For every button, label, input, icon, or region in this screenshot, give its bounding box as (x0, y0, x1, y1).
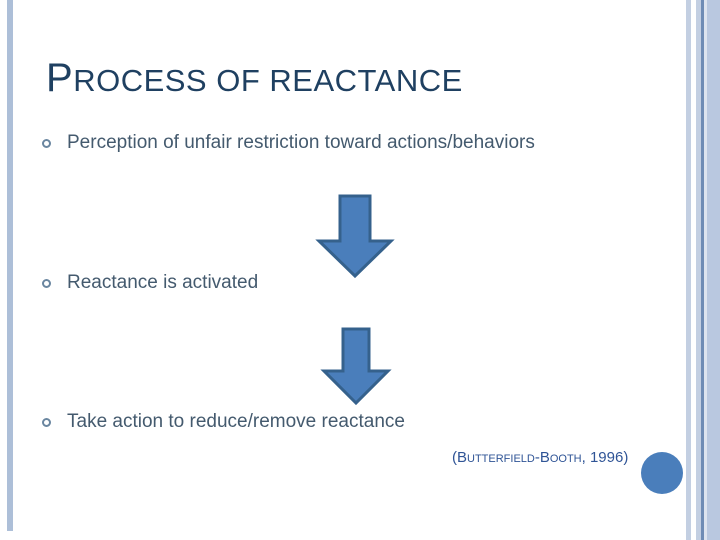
hollow-circle-icon (42, 138, 51, 148)
hollow-circle-icon (42, 417, 51, 427)
list-item-label: Perception of unfair restriction toward … (67, 132, 535, 153)
right-stripe-5 (707, 0, 720, 540)
down-arrow-2-icon (320, 327, 392, 406)
slide-title: PROCESS OF REACTANCE (46, 58, 463, 98)
slide-title-remainder: ROCESS OF REACTANCE (73, 63, 463, 98)
list-item: Perception of unfair restriction toward … (42, 132, 535, 154)
right-stripe-4 (704, 0, 707, 540)
left-accent-bar (7, 0, 13, 531)
citation-text: (Butterfield-Booth, 1996) (452, 449, 629, 466)
right-stripe-3 (701, 0, 704, 540)
right-stripe-1 (686, 0, 691, 540)
list-item: Take action to reduce/remove reactance (42, 411, 405, 433)
hollow-circle-icon (42, 278, 51, 288)
corner-accent-circle (641, 452, 683, 494)
list-item-label: Reactance is activated (67, 272, 259, 293)
down-arrow-1-icon (315, 194, 395, 279)
list-item: Reactance is activated (42, 272, 258, 294)
right-stripe-2 (696, 0, 701, 540)
list-item-label: Take action to reduce/remove reactance (67, 411, 405, 432)
slide-title-first-letter: P (46, 56, 74, 100)
